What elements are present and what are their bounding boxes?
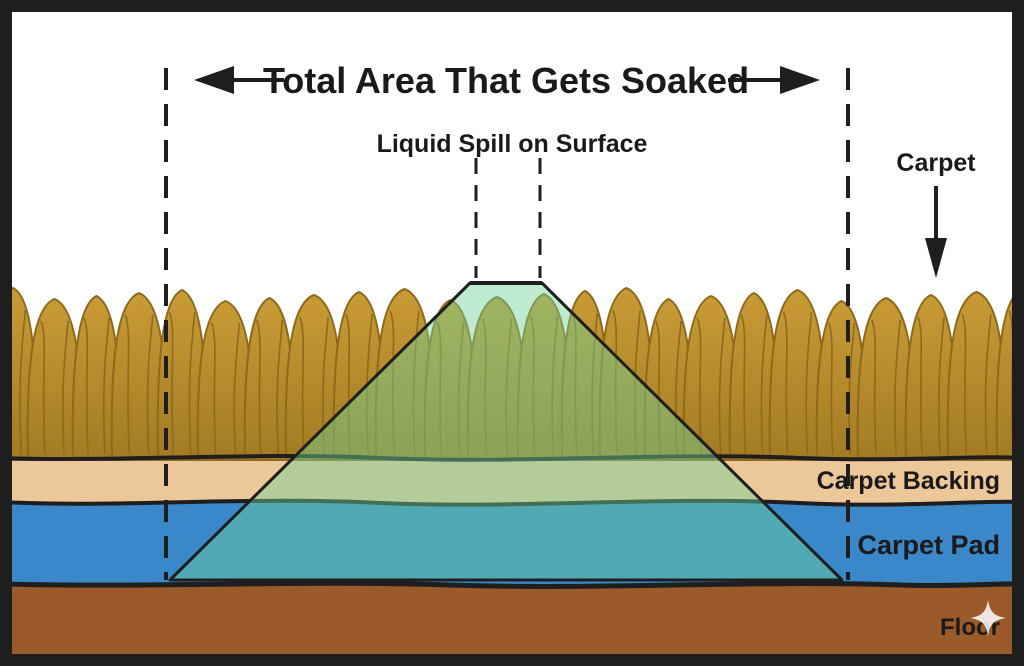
- carpet-strand: [782, 311, 789, 455]
- carpet-strand: [505, 318, 513, 455]
- carpet-strand: [457, 321, 465, 455]
- carpet-strand: [276, 319, 284, 455]
- carpet-strand: [481, 318, 488, 455]
- carpet-strand: [365, 313, 373, 455]
- carpet-strand: [436, 321, 443, 455]
- sparkle-icon: [970, 600, 1006, 636]
- carpet-strand: [827, 322, 834, 455]
- carpet-strand: [634, 309, 641, 455]
- carpet-strand: [674, 320, 682, 455]
- carpet-strand: [655, 320, 661, 455]
- carpet-strand: [871, 319, 877, 455]
- carpet-strand: [124, 314, 131, 455]
- carpet-strand: [961, 313, 968, 455]
- carpet-strand: [210, 322, 217, 455]
- carpet-strand: [917, 316, 923, 455]
- carpet-strand: [1008, 310, 1012, 441]
- carpet-strand: [62, 320, 69, 455]
- carpet-strand: [188, 311, 196, 455]
- carpet-strand: [40, 320, 46, 455]
- title-arrow-right-icon: [780, 66, 820, 94]
- diagram-title: Total Area That Gets Soaked: [263, 60, 749, 101]
- carpet-strand: [740, 314, 747, 455]
- carpet-strand: [102, 317, 110, 455]
- title-arrow-left-icon: [194, 66, 234, 94]
- carpet-fibers: [12, 286, 1012, 461]
- carpet-arrow-icon: [925, 238, 947, 278]
- carpet-strand: [760, 314, 768, 455]
- backing-top-line: [12, 454, 1012, 462]
- pad-label: Carpet Pad: [857, 530, 1000, 560]
- floor-top-line: [12, 580, 1012, 589]
- carpet-strand: [412, 310, 420, 455]
- carpet-strand: [299, 316, 305, 455]
- backing-label: Carpet Backing: [817, 467, 1000, 495]
- carpet-strand: [551, 315, 559, 455]
- carpet-strand: [696, 317, 703, 455]
- carpet-strand: [894, 319, 901, 455]
- pad-top-line: [12, 498, 1012, 507]
- spill-label: Liquid Spill on Surface: [377, 130, 648, 158]
- pad-layer: [12, 500, 1012, 584]
- carpet-strand: [571, 312, 578, 455]
- floor-layer: [12, 584, 1012, 654]
- carpet-tuft: [995, 297, 1012, 461]
- carpet-strand: [146, 314, 154, 455]
- carpet-strand: [168, 311, 175, 455]
- carpet-label: Carpet: [896, 149, 976, 177]
- carpet-strand: [937, 316, 945, 455]
- carpet-strand: [19, 309, 27, 455]
- carpet-strand: [805, 311, 813, 455]
- carpet-strand: [529, 315, 536, 455]
- carpet-strand: [591, 312, 599, 455]
- backing-layer: [12, 456, 1012, 505]
- carpet-strand: [984, 313, 992, 455]
- carpet-strand: [345, 313, 351, 455]
- carpet-strand: [255, 319, 262, 455]
- carpet-strand: [233, 322, 241, 455]
- carpet-strand: [83, 317, 89, 455]
- carpet-strand: [718, 317, 726, 455]
